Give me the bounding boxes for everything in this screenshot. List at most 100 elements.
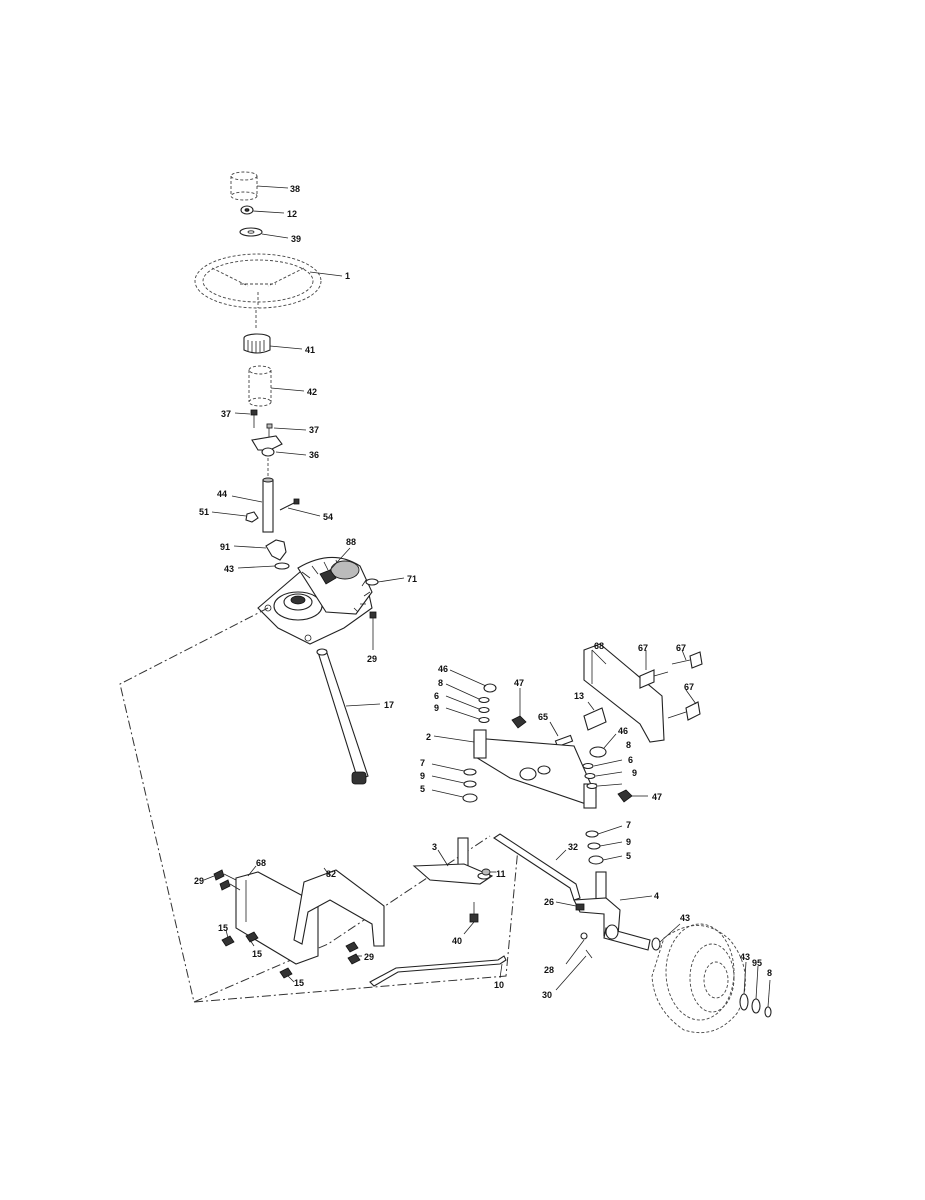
spindle-3 bbox=[412, 837, 494, 885]
label-1: 1 bbox=[345, 271, 350, 281]
label-26: 26 bbox=[544, 897, 554, 907]
label-8-right: 8 bbox=[626, 740, 631, 750]
shaft-44 bbox=[231, 477, 274, 533]
label-8-left-top: 8 bbox=[438, 678, 443, 688]
label-68-axle: 68 bbox=[594, 641, 604, 651]
nut-47-left bbox=[511, 688, 527, 729]
label-40: 40 bbox=[452, 936, 462, 946]
nut-15-b bbox=[245, 931, 259, 947]
wheel-washers bbox=[739, 961, 772, 1018]
label-6-right: 6 bbox=[628, 755, 633, 765]
part-labels: 38 12 39 1 41 42 37 37 36 44 51 54 91 88… bbox=[194, 184, 772, 1000]
nut-47-right bbox=[617, 789, 648, 803]
label-29-lower-left: 29 bbox=[194, 876, 204, 886]
label-47-left: 47 bbox=[514, 678, 524, 688]
label-9-right-bottom: 9 bbox=[626, 837, 631, 847]
label-7-left: 7 bbox=[420, 758, 425, 768]
label-44: 44 bbox=[217, 489, 227, 499]
bolt-88 bbox=[319, 547, 351, 585]
wheel-tire bbox=[651, 923, 746, 1034]
label-91: 91 bbox=[220, 542, 230, 552]
washer-stack-right-bottom bbox=[585, 825, 623, 865]
bracket-91 bbox=[233, 539, 287, 561]
nut-12 bbox=[240, 205, 285, 215]
rod-10 bbox=[369, 955, 507, 987]
label-46-right: 46 bbox=[618, 726, 628, 736]
sector-gear bbox=[297, 556, 373, 615]
front-axle-2 bbox=[433, 729, 597, 809]
label-15-c: 15 bbox=[294, 978, 304, 988]
label-9-left-bottom: 9 bbox=[420, 771, 425, 781]
pin-11 bbox=[481, 868, 496, 876]
bracket-82 bbox=[293, 867, 385, 947]
label-88: 88 bbox=[346, 537, 356, 547]
label-36: 36 bbox=[309, 450, 319, 460]
cap-38 bbox=[230, 171, 289, 201]
stub-axle bbox=[603, 924, 651, 951]
bolt-29-top bbox=[369, 611, 377, 650]
bolt-37-left bbox=[234, 409, 258, 428]
bolts-29-lower bbox=[203, 869, 241, 891]
boot-42 bbox=[248, 365, 305, 407]
washer-39 bbox=[239, 227, 289, 239]
label-5-left: 5 bbox=[420, 784, 425, 794]
label-68-lower: 68 bbox=[256, 858, 266, 868]
label-54: 54 bbox=[323, 512, 333, 522]
label-32: 32 bbox=[568, 842, 578, 852]
bracket-36 bbox=[251, 435, 307, 457]
label-6-left-top: 6 bbox=[434, 691, 439, 701]
label-7-right: 7 bbox=[626, 820, 631, 830]
label-29-lower-right: 29 bbox=[364, 952, 374, 962]
steering-wheel-1 bbox=[194, 253, 343, 309]
washer-stack-right-top bbox=[582, 759, 623, 790]
label-9-right-top: 9 bbox=[632, 768, 637, 778]
shim-71 bbox=[365, 577, 405, 586]
bolt-29-lower-right bbox=[345, 941, 362, 965]
label-29-top: 29 bbox=[367, 654, 377, 664]
label-39: 39 bbox=[291, 234, 301, 244]
adapter-41 bbox=[243, 333, 303, 354]
pin-65 bbox=[549, 721, 574, 748]
fitting-30 bbox=[555, 949, 593, 991]
label-11: 11 bbox=[496, 869, 506, 879]
label-10: 10 bbox=[494, 980, 504, 990]
label-15-b: 15 bbox=[252, 949, 262, 959]
label-5-right: 5 bbox=[626, 851, 631, 861]
label-30: 30 bbox=[542, 990, 552, 1000]
label-15-a: 15 bbox=[218, 923, 228, 933]
label-13: 13 bbox=[574, 691, 584, 701]
label-9-left-top: 9 bbox=[434, 703, 439, 713]
label-67-b: 67 bbox=[676, 643, 686, 653]
bushing-13 bbox=[583, 701, 607, 731]
washer-43-top bbox=[237, 562, 290, 570]
label-82: 82 bbox=[326, 869, 336, 879]
label-51: 51 bbox=[199, 507, 209, 517]
label-43-right: 43 bbox=[740, 952, 750, 962]
label-8-wheel: 8 bbox=[767, 968, 772, 978]
cap-46-right bbox=[589, 733, 617, 758]
label-4: 4 bbox=[654, 891, 659, 901]
label-47-right: 47 bbox=[652, 792, 662, 802]
label-42: 42 bbox=[307, 387, 317, 397]
label-41: 41 bbox=[305, 345, 315, 355]
bolt-67-c bbox=[667, 689, 701, 721]
label-95: 95 bbox=[752, 958, 762, 968]
nut-15-c bbox=[279, 967, 295, 983]
bolt-37-right bbox=[266, 423, 307, 438]
label-28: 28 bbox=[544, 965, 554, 975]
washer-stack-left-bottom bbox=[431, 763, 478, 803]
label-17: 17 bbox=[384, 700, 394, 710]
bolt-67-a bbox=[639, 650, 669, 689]
bolt-54 bbox=[279, 498, 321, 517]
label-43-top: 43 bbox=[224, 564, 234, 574]
fitting-28 bbox=[565, 932, 588, 965]
label-46-left: 46 bbox=[438, 664, 448, 674]
label-38: 38 bbox=[290, 184, 300, 194]
axle-bracket-68 bbox=[583, 643, 665, 743]
bolt-26 bbox=[555, 901, 585, 911]
washer-stack-left-top bbox=[445, 683, 490, 724]
label-67-c: 67 bbox=[684, 682, 694, 692]
label-71: 71 bbox=[407, 574, 417, 584]
bolt-40 bbox=[463, 902, 479, 935]
